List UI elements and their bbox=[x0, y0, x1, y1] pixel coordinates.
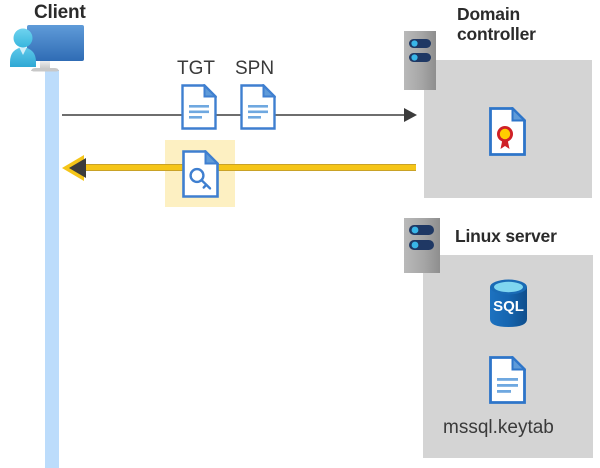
client-lifeline bbox=[45, 70, 59, 468]
domain-controller-label: Domain controller bbox=[457, 4, 597, 44]
tgt-document-icon bbox=[181, 83, 218, 130]
linux-server-server-icon bbox=[404, 218, 440, 273]
user-monitor-icon bbox=[8, 24, 88, 82]
svg-text:SQL: SQL bbox=[493, 298, 524, 315]
sql-database-icon: SQL bbox=[486, 279, 531, 327]
spn-label: SPN bbox=[235, 58, 275, 79]
domain-controller-label-line1: Domain bbox=[457, 4, 520, 24]
keytab-filename-label: mssql.keytab bbox=[443, 417, 554, 438]
linux-server-label: Linux server bbox=[455, 226, 557, 246]
domain-controller-label-line2: controller bbox=[457, 24, 536, 45]
domain-controller-server-icon bbox=[404, 31, 436, 90]
certificate-document-icon bbox=[489, 106, 527, 156]
request-line bbox=[62, 114, 407, 116]
request-arrowhead-icon bbox=[404, 108, 417, 122]
response-line bbox=[72, 164, 416, 171]
spn-document-icon bbox=[240, 83, 277, 130]
key-document-icon bbox=[182, 149, 220, 198]
response-arrowhead-icon bbox=[69, 158, 86, 178]
tgt-label: TGT bbox=[177, 58, 215, 79]
keytab-document-icon bbox=[489, 355, 527, 404]
client-label: Client bbox=[34, 2, 86, 23]
